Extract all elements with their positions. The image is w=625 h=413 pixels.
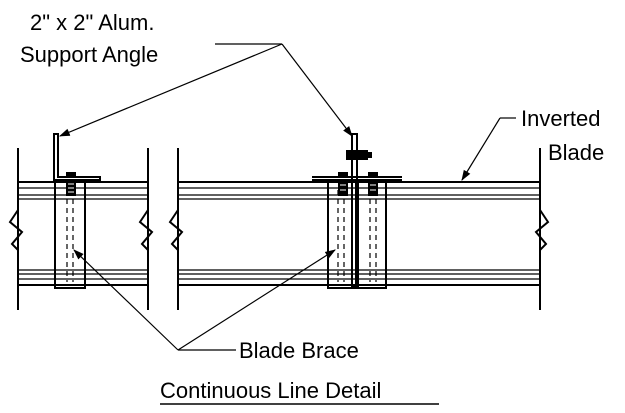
support-angle-center <box>338 133 378 287</box>
detail-title: Continuous Line Detail <box>160 378 381 403</box>
break-symbol-right-inner <box>168 209 184 251</box>
support-angle-leaders <box>59 43 353 137</box>
support-angle-label-line2: Support Angle <box>20 42 158 67</box>
inverted-blade-label-line2: Blade <box>548 140 604 165</box>
break-symbol-left-mid <box>138 209 154 251</box>
left-blade-section <box>17 148 149 310</box>
blade-brace-label: Blade Brace <box>239 338 359 363</box>
blade-brace-leaders <box>73 249 336 351</box>
inverted-blade-label-line1: Inverted <box>521 106 601 131</box>
break-symbol-left <box>8 209 24 251</box>
support-angle-label-line1: 2" x 2" Alum. <box>30 10 154 35</box>
support-angle-left <box>53 133 101 196</box>
inverted-blade-leader <box>461 117 516 181</box>
break-symbol-right <box>534 209 550 251</box>
blade-brace-left <box>54 181 86 289</box>
